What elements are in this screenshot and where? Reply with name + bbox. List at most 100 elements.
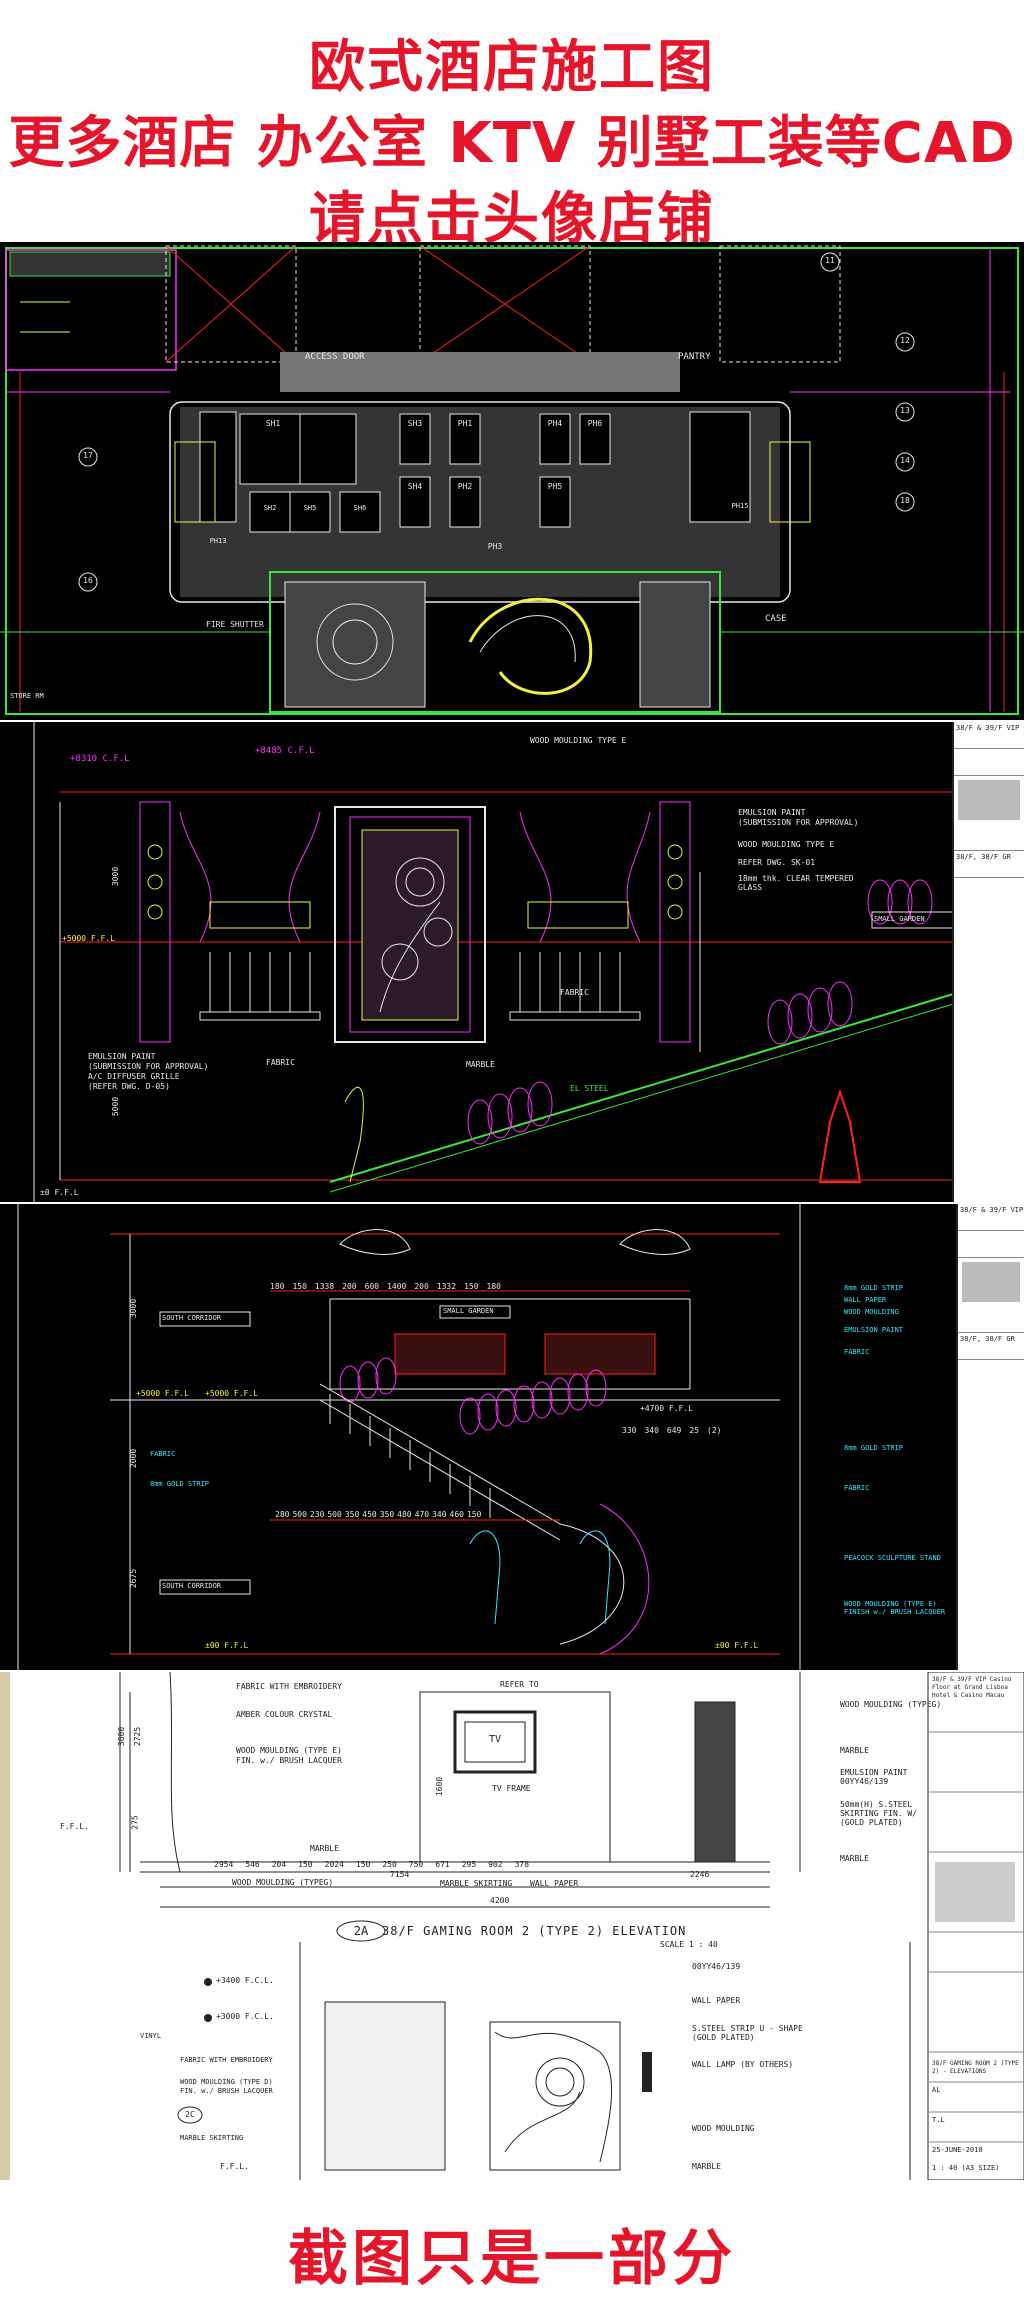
ffl-0: ±00 F.F.L	[205, 1641, 249, 1650]
wood-moulding-note-2: WOOD MOULDING TYPE E	[738, 840, 835, 849]
tb1-project: 38/F & 39/F VIP Casino Floor at Grand Li…	[954, 722, 1024, 749]
ffl-5000: +5000 F.F.L	[136, 1389, 189, 1398]
refer-sk-note: REFER DWG. SK-01	[738, 858, 816, 867]
dim-7154: 7154	[390, 1870, 410, 1879]
wall-lamp-label: WALL LAMP (BY OTHERS)	[692, 2060, 794, 2069]
footer-note: 截图只是一部分	[288, 2224, 736, 2294]
title-block-2: 38/F & 39/F VIP Casino Floor at Grand Li…	[956, 1204, 1024, 1670]
small-garden-label: SMALL GARDEN	[443, 1307, 494, 1315]
room-ph2: PH2	[457, 482, 473, 491]
tb-title: 38/F GAMING ROOM 2 (TYPE 2) - ELEVATIONS	[932, 2060, 1019, 2075]
wall-paper-note: WALL PAPER	[844, 1296, 887, 1304]
room-sh6: SH6	[353, 504, 367, 512]
room-ph5: PH5	[547, 482, 563, 491]
access-door-label: ACCESS DOOR	[305, 352, 365, 362]
fabric-embroidery-2: FABRIC WITH EMBROIDERY	[180, 2056, 273, 2064]
dim-3000: 3000	[111, 866, 121, 887]
floor-plan-panel: ACCESS DOOR PANTRY FIRE SHUTTER CASE STO…	[0, 242, 1024, 720]
wood-moulding-d-label: WOOD MOULDING (TYPE D)FIN. w./ BRUSH LAC…	[180, 2078, 273, 2095]
grid-18: 18	[900, 496, 910, 505]
banner-shop-link[interactable]: 请点击头像店铺	[309, 187, 715, 252]
title-block-1: 38/F & 39/F VIP Casino Floor at Grand Li…	[952, 722, 1024, 1202]
ffl0-label: ±0 F.F.L	[40, 1188, 79, 1197]
tb-checked: T.L	[932, 2116, 945, 2124]
store-room-label: STORE RM	[10, 692, 44, 700]
elevation-3-drawing	[0, 1672, 1024, 2180]
room-sh3: SH3	[407, 419, 423, 428]
fabric-note-left-2: FABRIC	[150, 1450, 176, 1458]
wood-moulding-note: WOOD MOULDING TYPE E	[530, 736, 627, 745]
tb-scale: 1 : 40 (A3 SIZE)	[932, 2164, 1000, 2172]
ffl-label-3: F.F.L.	[60, 1822, 89, 1831]
tb-drawn: AL	[932, 2086, 941, 2094]
emulsion-note-left: EMULSION PAINT(SUBMISSION FOR APPROVAL)A…	[88, 1052, 209, 1091]
wood-moulding-label-4: WOOD MOULDING	[692, 2124, 755, 2133]
tb2-project: 38/F & 39/F VIP Casino Floor at Grand Li…	[958, 1204, 1024, 1231]
floor-plan-drawing	[0, 245, 1024, 715]
fabric-embroidery-label: FABRIC WITH EMBROIDERY	[236, 1682, 342, 1691]
marble-skirting-2: MARBLE SKIRTING	[180, 2134, 244, 2142]
ffl-4700: +4700 F.F.L	[640, 1404, 693, 1413]
gold-strip-note-left: 8mm GOLD STRIP	[150, 1480, 210, 1488]
tb-project: 38/F & 39/F VIP Casino Floor at Grand Li…	[932, 1676, 1012, 1699]
pantry-label: PANTRY	[678, 352, 711, 362]
room-ph4: PH4	[547, 419, 563, 428]
room-ph15: PH15	[731, 502, 749, 510]
case-label: CASE	[765, 614, 787, 624]
fabric-note-2: FABRIC	[844, 1348, 870, 1356]
elevation-3-panel: REFER TO TV TV FRAME FABRIC WITH EMBROID…	[0, 1672, 1024, 2180]
gold-strip-note-2: 8mm GOLD STRIP	[844, 1444, 904, 1452]
grid-11: 11	[825, 256, 835, 265]
tb2-row	[958, 1231, 1024, 1258]
tb-date: 25-JUNE-2010	[932, 2146, 983, 2154]
amber-crystal-label: AMBER COLOUR CRYSTAL	[236, 1710, 333, 1719]
tv-label: TV	[488, 1734, 502, 1745]
south-corridor-label: SOUTH CORRIDOR	[162, 1314, 222, 1322]
refer-to-label: REFER TO	[500, 1680, 539, 1689]
elevation-2-panel: SOUTH CORRIDOR SOUTH CORRIDOR SMALL GARD…	[0, 1204, 1024, 1670]
marble-right-2: MARBLE	[840, 1854, 869, 1863]
room-sh1: SH1	[265, 419, 281, 428]
cfl-3000: +3000 F.C.L.	[216, 2012, 274, 2021]
elevation-1-drawing	[33, 722, 963, 1202]
ffl-5000-b: +5000 F.F.L	[205, 1389, 258, 1398]
marble-note: MARBLE	[466, 1060, 495, 1069]
side-dim-3000: 3000	[129, 1298, 139, 1319]
room-ph1: PH1	[457, 419, 473, 428]
dim-4200: 4200	[490, 1896, 510, 1905]
wood-moulding-g-label: WOOD MOULDING (TYPEG)	[232, 1878, 334, 1887]
marble-label-4: MARBLE	[692, 2162, 721, 2171]
fabric-note-right: FABRIC	[560, 988, 589, 997]
side-dim-2000: 2000	[129, 1448, 139, 1469]
elevation-2-drawing	[17, 1204, 801, 1670]
fabric-note-left: FABRIC	[266, 1058, 295, 1067]
paint-code-label: 00YY46/139	[692, 1962, 741, 1971]
ffl-label: +5000 F.F.L	[62, 934, 115, 943]
room-ph3: PH3	[487, 542, 503, 551]
room-sh5: SH5	[303, 504, 317, 512]
cfl-label: +8310 C.F.L	[70, 754, 130, 764]
room-ph13: PH13	[209, 537, 227, 545]
emulsion-note-2: EMULSION PAINT	[844, 1326, 904, 1334]
wood-moulding-e-label: WOOD MOULDING (TYPE E)FIN. w./ BRUSH LAC…	[236, 1746, 342, 1765]
side-dim-3000-b: 3000	[117, 1726, 127, 1747]
room-ph6: PH6	[587, 419, 603, 428]
grid-12: 12	[900, 336, 910, 345]
tb1-row-2	[954, 824, 1024, 851]
el-steel-note: EL STEEL	[570, 1084, 609, 1093]
fire-shutter-label: FIRE SHUTTER	[206, 620, 264, 629]
company-logo-2	[962, 1262, 1020, 1302]
wood-moulding-note-3: WOOD MOULDING	[844, 1308, 899, 1316]
south-corridor-label-2: SOUTH CORRIDOR	[162, 1582, 222, 1590]
room-sh2: SH2	[263, 504, 277, 512]
wall-paper-label: WALL PAPER	[530, 1879, 579, 1888]
cfl2-label: +8485 C.F.L	[255, 746, 315, 756]
elevation-title: 38/F GAMING ROOM 2 (TYPE 2) ELEVATION	[382, 1924, 687, 1938]
steel-strip-label: S.STEEL STRIP U - SHAPE (GOLD PLATED)	[692, 2024, 803, 2042]
marble-label: MARBLE	[310, 1844, 339, 1853]
tag-2c: 2C	[185, 2110, 195, 2119]
grid-16: 16	[83, 576, 93, 585]
